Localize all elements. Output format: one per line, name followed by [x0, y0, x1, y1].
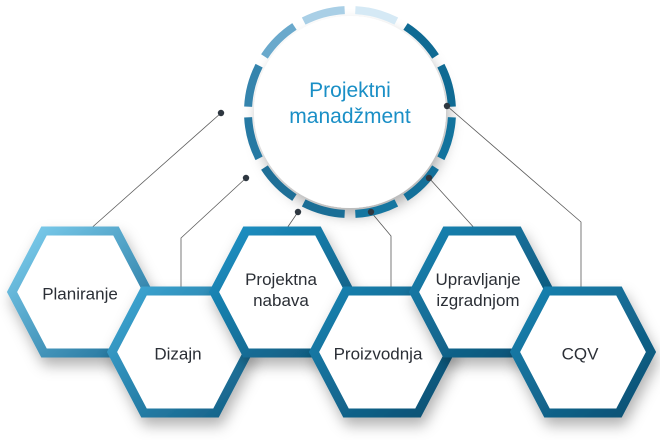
node-proizvodnja: Proizvodnja: [334, 344, 423, 365]
connector-dot: [217, 109, 225, 117]
connector-line-dizajn: [180, 177, 247, 290]
ring-segment: [355, 199, 399, 218]
ring-segment: [244, 63, 263, 107]
connector-line-cqv: [446, 105, 582, 290]
center-title-line2: manadžment: [289, 105, 411, 128]
node-label: Proizvodnja: [333, 344, 423, 364]
ring-segment: [437, 63, 456, 107]
connector-dot: [294, 208, 302, 216]
node-projektna-nabava: Projektna nabava: [245, 269, 317, 311]
ring-segment: [437, 117, 456, 161]
center-ring: [244, 6, 456, 218]
connector-line-planiranje: [87, 112, 222, 232]
node-label: Planiranje: [42, 284, 118, 304]
connector-line-upravljanje-izgradnjom: [428, 177, 478, 232]
node-label-2: nabava: [253, 291, 309, 310]
ring-segment: [301, 6, 345, 25]
connector-dot: [367, 208, 375, 216]
ring-segment: [301, 199, 345, 218]
center-title-line1: Projektni: [309, 79, 391, 102]
ring-segment: [244, 117, 263, 161]
node-upravljanje-izgradnjom: Upravljanje izgradnjom: [435, 269, 520, 311]
connector-dot: [443, 102, 451, 110]
connector-line-proizvodnja: [370, 211, 392, 290]
connector-lines: [87, 105, 582, 290]
ring-segment: [403, 165, 439, 201]
node-label: CQV: [561, 344, 599, 364]
hexagon-cqv: [509, 286, 657, 418]
center-title: Projektni manadžment: [289, 78, 410, 130]
ring-segment: [261, 23, 297, 59]
connector-dot: [425, 174, 433, 182]
node-label: Projektna: [245, 270, 317, 289]
ring-segment: [355, 6, 399, 25]
ring-segment: [261, 165, 297, 201]
center-circle: [254, 16, 446, 208]
ring-segment: [403, 23, 439, 59]
node-label: Upravljanje: [435, 270, 521, 289]
node-dizajn: Dizajn: [154, 344, 201, 365]
node-label-2: izgradnjom: [436, 291, 520, 310]
node-label: Dizajn: [154, 344, 202, 364]
connector-dot: [242, 174, 250, 182]
node-cqv: CQV: [562, 344, 599, 365]
node-planiranje: Planiranje: [42, 284, 118, 305]
